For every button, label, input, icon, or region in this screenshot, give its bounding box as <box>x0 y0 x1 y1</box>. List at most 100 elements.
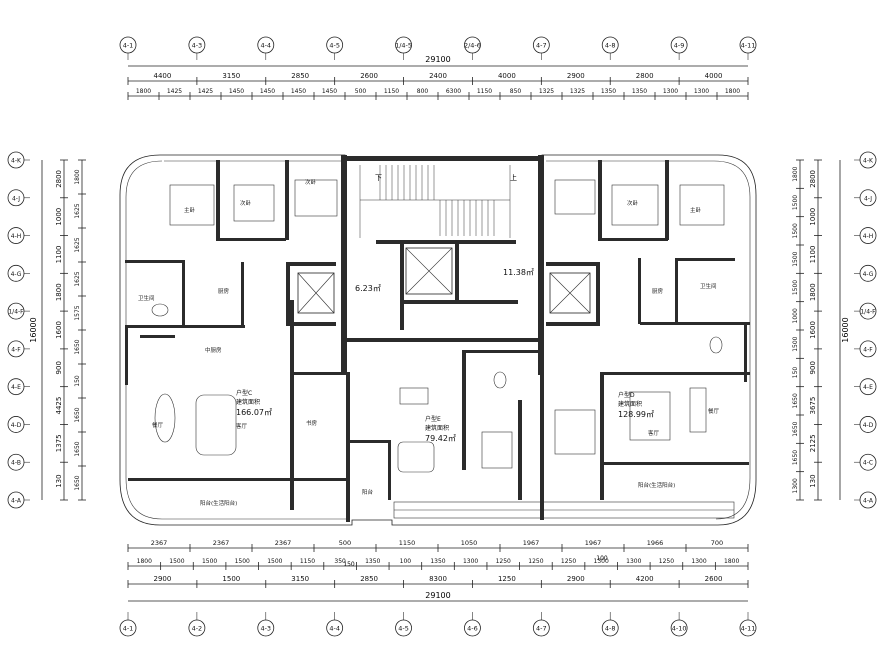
grid-bubble <box>7 227 25 244</box>
dim-label: 2367 <box>151 539 168 547</box>
core-area-b: 11.38㎡ <box>503 268 534 277</box>
grid-bubble <box>670 36 688 54</box>
dim-label: 1325 <box>570 88 585 95</box>
dim-label: 500 <box>339 539 351 547</box>
dim-label: 1575 <box>74 305 81 320</box>
grid-bubble <box>859 264 877 282</box>
dim-label: 1100 <box>809 246 817 264</box>
dim-label: 1650 <box>792 393 799 408</box>
dim-label: 2367 <box>275 539 292 547</box>
dim-label: 1425 <box>167 88 182 95</box>
dim-label: 4400 <box>154 72 172 80</box>
room-label: 餐厅 <box>152 421 164 429</box>
dim-label: 1300 <box>691 558 706 565</box>
dim-label: 8300 <box>429 575 447 583</box>
sofa-e <box>397 441 435 473</box>
room-label: 客厅 <box>236 422 248 430</box>
core-area-a: 6.23㎡ <box>355 284 381 293</box>
grid-label: 4-D <box>863 422 874 429</box>
dim-label: 1800 <box>725 88 740 95</box>
right-dim-row2: 1800150015001500150010001500150165016501… <box>792 159 804 501</box>
grid-label: 4-4 <box>260 42 271 50</box>
dining-table-c <box>154 393 176 443</box>
dim-label: 1650 <box>74 475 81 490</box>
grid-label: 4-A <box>11 498 22 505</box>
grid-bubble <box>670 619 688 637</box>
dim-label: 2400 <box>429 72 447 80</box>
dim-label: 900 <box>809 361 817 374</box>
unit-area-labels: 户型C 建筑面积 166.07㎡ 户型E 建筑面积 79.42㎡ 户型D 建筑面… <box>236 268 654 443</box>
grid-bubble <box>7 302 25 320</box>
dim-label: 1650 <box>74 339 81 354</box>
dim-label: 1500 <box>222 575 240 583</box>
dim-label: 4425 <box>55 397 63 415</box>
room-label: 阳台(生活阳台) <box>200 499 237 507</box>
grid-bubble <box>257 619 275 637</box>
dim-label: 1500 <box>792 223 799 238</box>
grid-bubble <box>7 151 25 169</box>
bed-d-1 <box>554 179 596 215</box>
grid-bubble <box>7 491 25 509</box>
unit-c-area: 166.07㎡ <box>236 408 272 417</box>
dim-label: 1800 <box>136 88 151 95</box>
grid-label: 1/4-F <box>8 309 24 316</box>
grid-label: 4-8 <box>605 625 616 633</box>
dim-label: 1300 <box>463 558 478 565</box>
dim-label: 1600 <box>55 321 63 339</box>
unit-e-name: 户型E <box>425 415 441 423</box>
room-label: 主卧 <box>184 206 196 214</box>
grid-label: 4-11 <box>741 625 756 633</box>
left-grid-axes: 4-K4-J4-H4-G1/4-F4-F4-E4-D4-B4-A <box>7 151 30 509</box>
furniture <box>151 179 725 473</box>
dim-label: 1350 <box>601 88 616 95</box>
room-label: 书房 <box>306 419 318 427</box>
grid-bubble <box>395 36 412 54</box>
grid-label: 4-7 <box>536 625 547 633</box>
grid-bubble <box>326 36 344 54</box>
grid-bubble <box>464 36 481 54</box>
grid-bubble <box>739 36 757 54</box>
dim-label: 1500 <box>267 558 282 565</box>
grid-bubble <box>532 36 550 54</box>
dim-label: 3675 <box>809 397 817 415</box>
grid-bubble <box>859 302 877 320</box>
grid-label: 4-A <box>863 498 874 505</box>
grid-label: 4-G <box>863 271 874 278</box>
room-label: 次卧 <box>627 199 639 207</box>
dim-label: 1967 <box>523 539 540 547</box>
stair-down-label: 下 <box>375 174 382 182</box>
grid-bubble <box>859 453 877 471</box>
bed-e-2 <box>554 409 596 455</box>
dim-bottom-total: 29100 <box>425 591 450 600</box>
dim-label: 2800 <box>809 170 817 188</box>
right-dimensions: 16000 <box>799 160 850 500</box>
grid-label: 4-F <box>863 346 873 353</box>
dim-label: 1000 <box>55 208 63 226</box>
dim-label: 1650 <box>792 450 799 465</box>
grid-label: 4-G <box>11 271 22 278</box>
sofa-d <box>629 391 671 441</box>
grid-label: 4-H <box>11 233 22 240</box>
dim-label: 1650 <box>792 421 799 436</box>
grid-label: 4-9 <box>674 42 685 50</box>
dim-label: 1350 <box>430 558 445 565</box>
grid-bubble <box>7 416 25 433</box>
stair-up-label: 上 <box>510 173 517 182</box>
core-walls <box>286 155 600 375</box>
grid-bubble <box>257 36 275 54</box>
grid-label: 4-10 <box>672 625 687 633</box>
grid-label: 4-3 <box>192 42 203 50</box>
elevator-shaft-2 <box>405 247 453 295</box>
grid-bubble <box>859 378 877 396</box>
dim-bottom-small-b: 100 <box>596 555 608 562</box>
stair-treads <box>379 165 495 236</box>
grid-bubble <box>7 264 25 282</box>
dim-label: 1350 <box>365 558 380 565</box>
